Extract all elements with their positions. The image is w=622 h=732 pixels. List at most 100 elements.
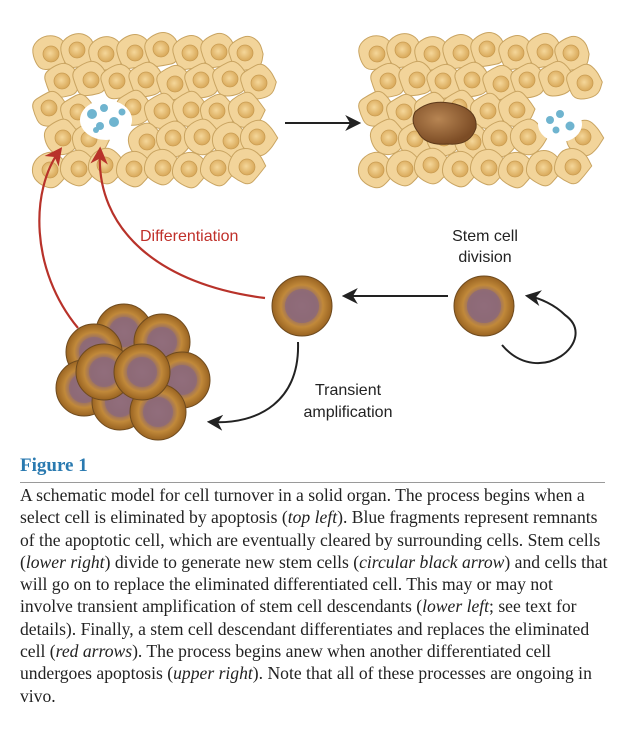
tissue-nucleus	[193, 128, 211, 146]
tissue-nucleus	[434, 72, 452, 90]
tissue-nucleus	[236, 44, 254, 62]
title-divider	[20, 482, 605, 483]
caption-italic-run: circular black arrow	[359, 551, 505, 572]
tissue-nucleus	[368, 45, 386, 63]
tissue-nucleus	[507, 44, 525, 62]
tissue-nucleus	[518, 71, 536, 89]
tissue-nucleus	[222, 132, 240, 150]
caption-italic-run: lower left	[422, 596, 490, 617]
tissue-nucleus	[250, 74, 268, 92]
apoptotic-fragment	[565, 121, 575, 131]
tissue-nucleus	[452, 44, 470, 62]
transient-label-2: amplification	[304, 404, 393, 421]
tissue-nucleus	[562, 44, 580, 62]
apoptotic-fragment	[552, 126, 560, 134]
stem-cell-division-label-1: Stem cell	[452, 228, 518, 245]
tissue-with-new-apoptosis-icon	[357, 31, 605, 189]
tissue-nucleus	[42, 45, 60, 63]
tissue-nucleus	[395, 103, 413, 121]
tissue-nucleus	[180, 160, 198, 178]
tissue-nucleus	[408, 71, 426, 89]
tissue-nucleus	[380, 129, 398, 147]
tissue-nucleus	[547, 70, 565, 88]
apoptotic-fragment	[556, 110, 564, 118]
tissue-nucleus	[396, 160, 414, 178]
tissue-nucleus	[209, 159, 227, 177]
tissue-nucleus	[423, 45, 441, 63]
stem-cell-icon	[453, 275, 515, 337]
tissue-nucleus	[137, 71, 155, 89]
apoptotic-fragment	[118, 108, 126, 116]
caption-italic-run: lower right	[25, 551, 105, 572]
tissue-nucleus	[153, 102, 171, 120]
tissue-nucleus	[535, 159, 553, 177]
tissue-nucleus	[208, 102, 226, 120]
tissue-nucleus	[248, 128, 266, 146]
tissue-nucleus	[536, 43, 554, 61]
descendant-cell-icon	[271, 275, 333, 337]
tissue-nucleus	[54, 129, 72, 147]
cluster-cell-nucleus	[167, 365, 197, 395]
differentiation-arrow-outer	[38, 147, 79, 329]
caption-run: ). The process begins anew when another …	[20, 641, 552, 684]
tissue-nucleus	[394, 41, 412, 59]
tissue-nucleus	[192, 71, 210, 89]
tissue-nucleus	[166, 75, 184, 93]
tissue-nucleus	[97, 45, 115, 63]
tissue-nucleus	[490, 129, 508, 147]
tissue-nucleus	[508, 101, 526, 119]
apoptotic-fragment	[109, 117, 119, 127]
tissue-nucleus	[422, 156, 440, 174]
tissue-nucleus	[237, 101, 255, 119]
tissue-nucleus	[221, 70, 239, 88]
caption-run: ). Note that all of these processes are …	[20, 663, 592, 706]
tissue-nucleus	[181, 44, 199, 62]
tissue-nucleus	[506, 160, 524, 178]
tissue-nucleus	[53, 72, 71, 90]
tissue-nucleus	[463, 71, 481, 89]
transient-amplification-arrow	[206, 341, 300, 431]
tissue-nucleus	[479, 102, 497, 120]
cell-turnover-diagram: Differentiation Stem cell division Trans…	[31, 31, 605, 441]
cluster-cell-nucleus	[127, 357, 157, 387]
tissue-nucleus	[519, 128, 537, 146]
tissue-nucleus	[492, 75, 510, 93]
differentiation-arrow-inner	[90, 146, 266, 300]
transient-label-1: Transient	[315, 382, 382, 399]
tissue-nucleus	[210, 43, 228, 61]
apoptotic-fragment	[93, 127, 99, 133]
tissue-nucleus	[70, 160, 88, 178]
tissue-nucleus	[138, 133, 156, 151]
caption-italic-run: red arrows	[55, 641, 133, 662]
tissue-nucleus	[182, 101, 200, 119]
tissue-nucleus	[108, 72, 126, 90]
amplified-cell-cluster-icon	[55, 303, 211, 441]
caption-italic-run: top left	[287, 507, 338, 528]
tissue-nucleus	[480, 159, 498, 177]
tissue-nucleus	[366, 99, 384, 117]
tissue-nucleus	[367, 161, 385, 179]
figure-caption: A schematic model for cell turnover in a…	[20, 484, 610, 707]
caption-run: ) divide to generate new stem cells (	[104, 551, 360, 572]
tissue-nucleus	[152, 40, 170, 58]
tissue-nucleus	[164, 129, 182, 147]
figure-title: Figure 1	[20, 455, 88, 476]
caption-run: A schematic model for cell turnover in a…	[20, 485, 585, 528]
tissue-with-apoptotic-gap-icon	[31, 31, 279, 189]
caption-run: ) and cells that will go on to replace t…	[20, 551, 608, 617]
tissue-nucleus	[478, 40, 496, 58]
apoptotic-fragment	[546, 116, 554, 124]
tissue-nucleus	[238, 158, 256, 176]
tissue-nucleus	[68, 41, 86, 59]
tissue-nucleus	[451, 160, 469, 178]
tissue-nucleus	[126, 44, 144, 62]
tissue-nucleus	[564, 158, 582, 176]
self-renewal-arrow	[501, 290, 577, 365]
cluster-cell-nucleus	[89, 357, 119, 387]
tissue-nucleus	[40, 99, 58, 117]
tissue-nucleus	[41, 161, 59, 179]
cluster-cell-nucleus	[143, 397, 173, 427]
caption-run: ; see text for details). Finally, a stem…	[20, 596, 590, 662]
caption-run: ). Blue fragments represent remnants of …	[20, 507, 601, 572]
tissue-nucleus	[379, 72, 397, 90]
